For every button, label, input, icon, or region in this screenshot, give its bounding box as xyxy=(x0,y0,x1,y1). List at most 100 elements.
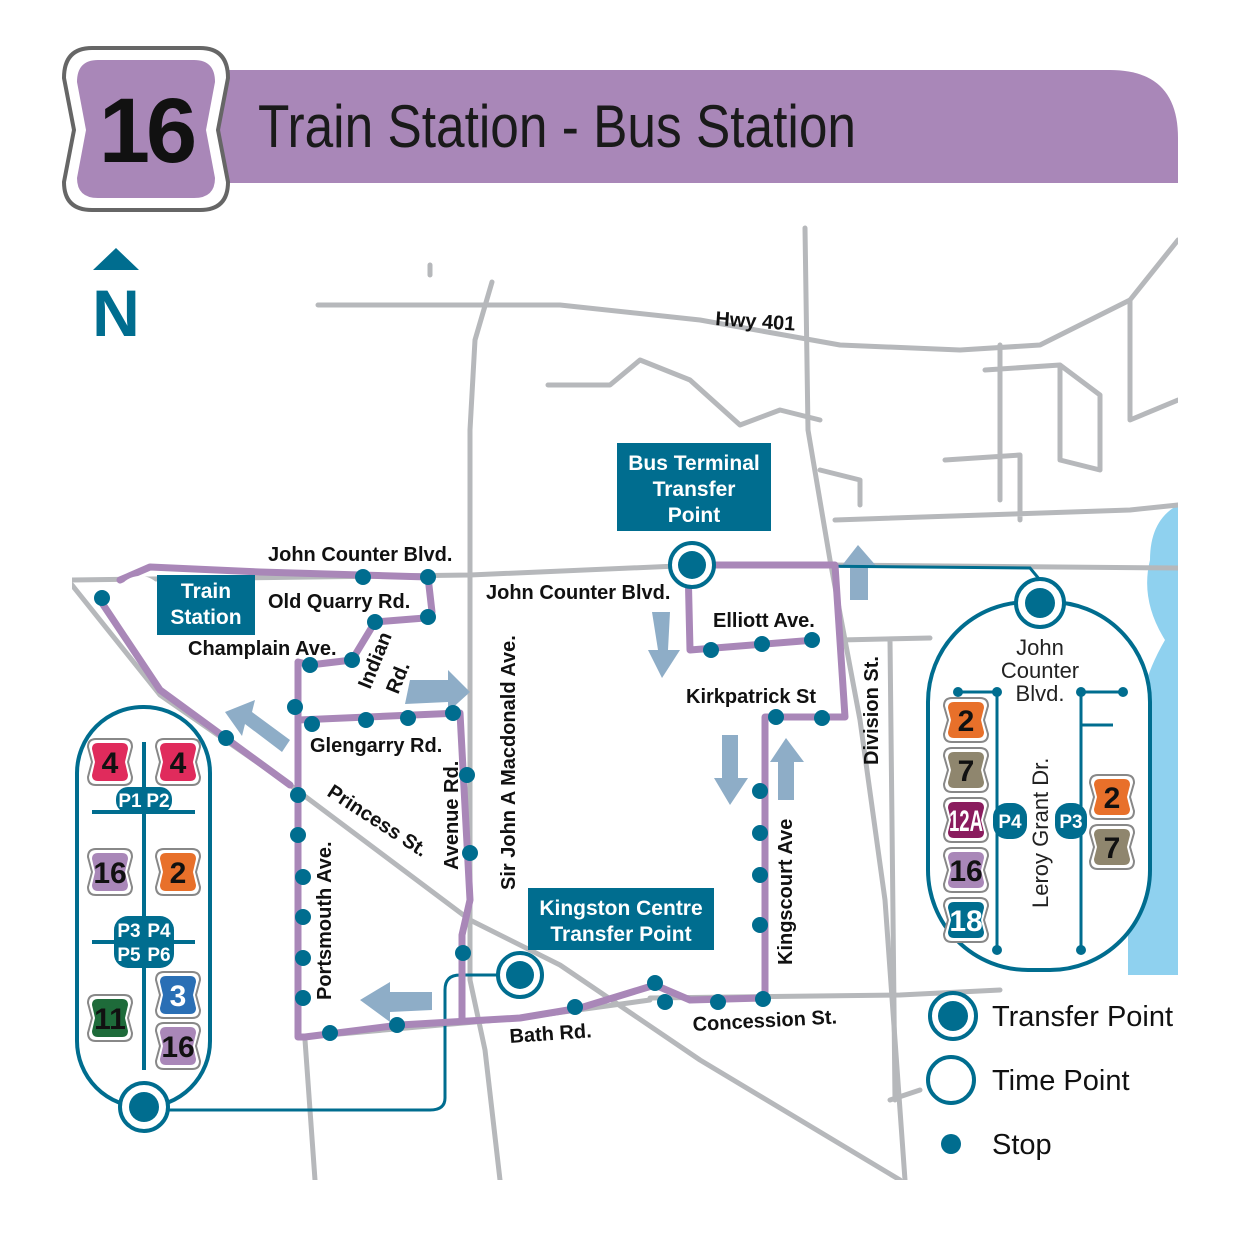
stop[interactable] xyxy=(755,991,771,1007)
route-badge-16: 16 xyxy=(154,1022,202,1070)
arrow-s-elliott-icon xyxy=(648,612,680,678)
arrow-ne-icon xyxy=(405,670,470,712)
stop[interactable] xyxy=(567,999,583,1015)
route-badge-label: 7 xyxy=(1104,832,1121,865)
stop[interactable] xyxy=(445,705,461,721)
stop[interactable] xyxy=(703,642,719,658)
platform-p5: P5 xyxy=(117,945,141,966)
stop[interactable] xyxy=(657,994,673,1010)
stop[interactable] xyxy=(804,632,820,648)
header: 16 Train Station - Bus Station xyxy=(61,46,1178,212)
stop[interactable] xyxy=(754,636,770,652)
stop[interactable] xyxy=(462,845,478,861)
hub-name-line3: Blvd. xyxy=(1016,681,1065,706)
hub-name-line2: Counter xyxy=(1001,658,1079,683)
stop[interactable] xyxy=(389,1017,405,1033)
platform-p3-right: P3 xyxy=(1059,812,1082,833)
stop[interactable] xyxy=(355,569,371,585)
platform-p2: P2 xyxy=(146,791,169,812)
route-number: 16 xyxy=(99,80,194,182)
stop[interactable] xyxy=(218,730,234,746)
legend: Transfer Point Time Point Stop xyxy=(926,991,1173,1161)
route-badge-label: 3 xyxy=(170,980,187,1013)
stop[interactable] xyxy=(302,657,318,673)
kingston-centre-label-line1: Kingston Centre xyxy=(539,897,702,920)
stop[interactable] xyxy=(295,990,311,1006)
concession-label: Concession St. xyxy=(692,1006,837,1036)
portsmouth-label: Portsmouth Ave. xyxy=(314,841,336,1000)
stop[interactable] xyxy=(459,767,475,783)
route-badge-4: 4 xyxy=(86,738,134,786)
elliott-label: Elliott Ave. xyxy=(713,610,815,632)
stops xyxy=(94,569,830,1041)
stop[interactable] xyxy=(367,614,383,630)
hwy-401-road xyxy=(315,237,1178,353)
princess-road xyxy=(72,582,903,1180)
stop[interactable] xyxy=(768,709,784,725)
stop[interactable] xyxy=(322,1025,338,1041)
stop[interactable] xyxy=(358,712,374,728)
route-title: Train Station - Bus Station xyxy=(258,93,856,160)
north-label: N xyxy=(92,276,140,350)
stop[interactable] xyxy=(420,569,436,585)
stop[interactable] xyxy=(295,869,311,885)
sir-john-label: Sir John A Macdonald Ave. xyxy=(498,635,520,890)
platform-p1: P1 xyxy=(118,791,142,812)
route-badge-label: 4 xyxy=(102,747,119,780)
route-badge-16: 16 xyxy=(86,848,134,896)
stop[interactable] xyxy=(814,710,830,726)
route-badge-label: 4 xyxy=(170,747,187,780)
stop[interactable] xyxy=(400,710,416,726)
direction-arrows xyxy=(225,545,878,1022)
stop[interactable] xyxy=(304,716,320,732)
avenue-rd-label: Avenue Rd. xyxy=(441,761,463,870)
stop[interactable] xyxy=(94,590,110,606)
bus-terminal-label-line2: Transfer xyxy=(653,478,736,501)
left-hub-routes: 4 4 16 2 11 3 16 xyxy=(86,738,202,1070)
stop[interactable] xyxy=(647,975,663,991)
arrow-s-kingscourt-icon xyxy=(714,735,748,805)
legend-transfer-point: Transfer Point xyxy=(992,1001,1173,1033)
stop[interactable] xyxy=(455,945,471,961)
route-badge-2: 2 xyxy=(942,697,990,743)
platform-p3: P3 xyxy=(117,921,140,942)
stop[interactable] xyxy=(420,609,436,625)
route-badge-11: 11 xyxy=(86,994,134,1042)
route-badge-label: 7 xyxy=(958,755,975,788)
east-roads xyxy=(837,635,933,1103)
legend-stop: Stop xyxy=(992,1129,1052,1161)
stop[interactable] xyxy=(710,994,726,1010)
route-badge-7: 7 xyxy=(942,747,990,793)
right-hub-transfer-point-inner xyxy=(1025,588,1055,618)
leroy-grant-label: Leroy Grant Dr. xyxy=(1028,758,1053,908)
bath-label: Bath Rd. xyxy=(509,1020,593,1048)
stop[interactable] xyxy=(752,783,768,799)
train-station-label-line1: Train xyxy=(181,580,231,603)
stop[interactable] xyxy=(287,699,303,715)
route-16-west-path xyxy=(96,596,294,789)
kingston-centre-box: Kingston Centre Transfer Point xyxy=(528,888,714,950)
stop[interactable] xyxy=(295,950,311,966)
stop[interactable] xyxy=(752,917,768,933)
division-label: Division St. xyxy=(861,656,883,765)
bus-terminal-label-line3: Point xyxy=(668,504,721,527)
stop[interactable] xyxy=(344,652,360,668)
stop[interactable] xyxy=(752,825,768,841)
route-badge-label: 16 xyxy=(93,857,126,890)
north-arrow: N xyxy=(92,248,140,350)
stop[interactable] xyxy=(295,909,311,925)
kingston-centre-transfer-point-inner xyxy=(506,961,534,989)
north-roads xyxy=(545,357,823,428)
kirkpatrick-label: Kirkpatrick St xyxy=(686,686,816,708)
stop[interactable] xyxy=(752,867,768,883)
stop[interactable] xyxy=(290,827,306,843)
stop[interactable] xyxy=(290,787,306,803)
route-badge-label: 11 xyxy=(94,1003,126,1036)
route-badge-3: 3 xyxy=(154,971,202,1019)
glengarry-label: Glengarry Rd. xyxy=(310,735,442,757)
train-station-time-point[interactable] xyxy=(116,576,164,624)
sir-john-a-road xyxy=(467,279,503,1180)
route-badge-2: 2 xyxy=(154,848,202,896)
